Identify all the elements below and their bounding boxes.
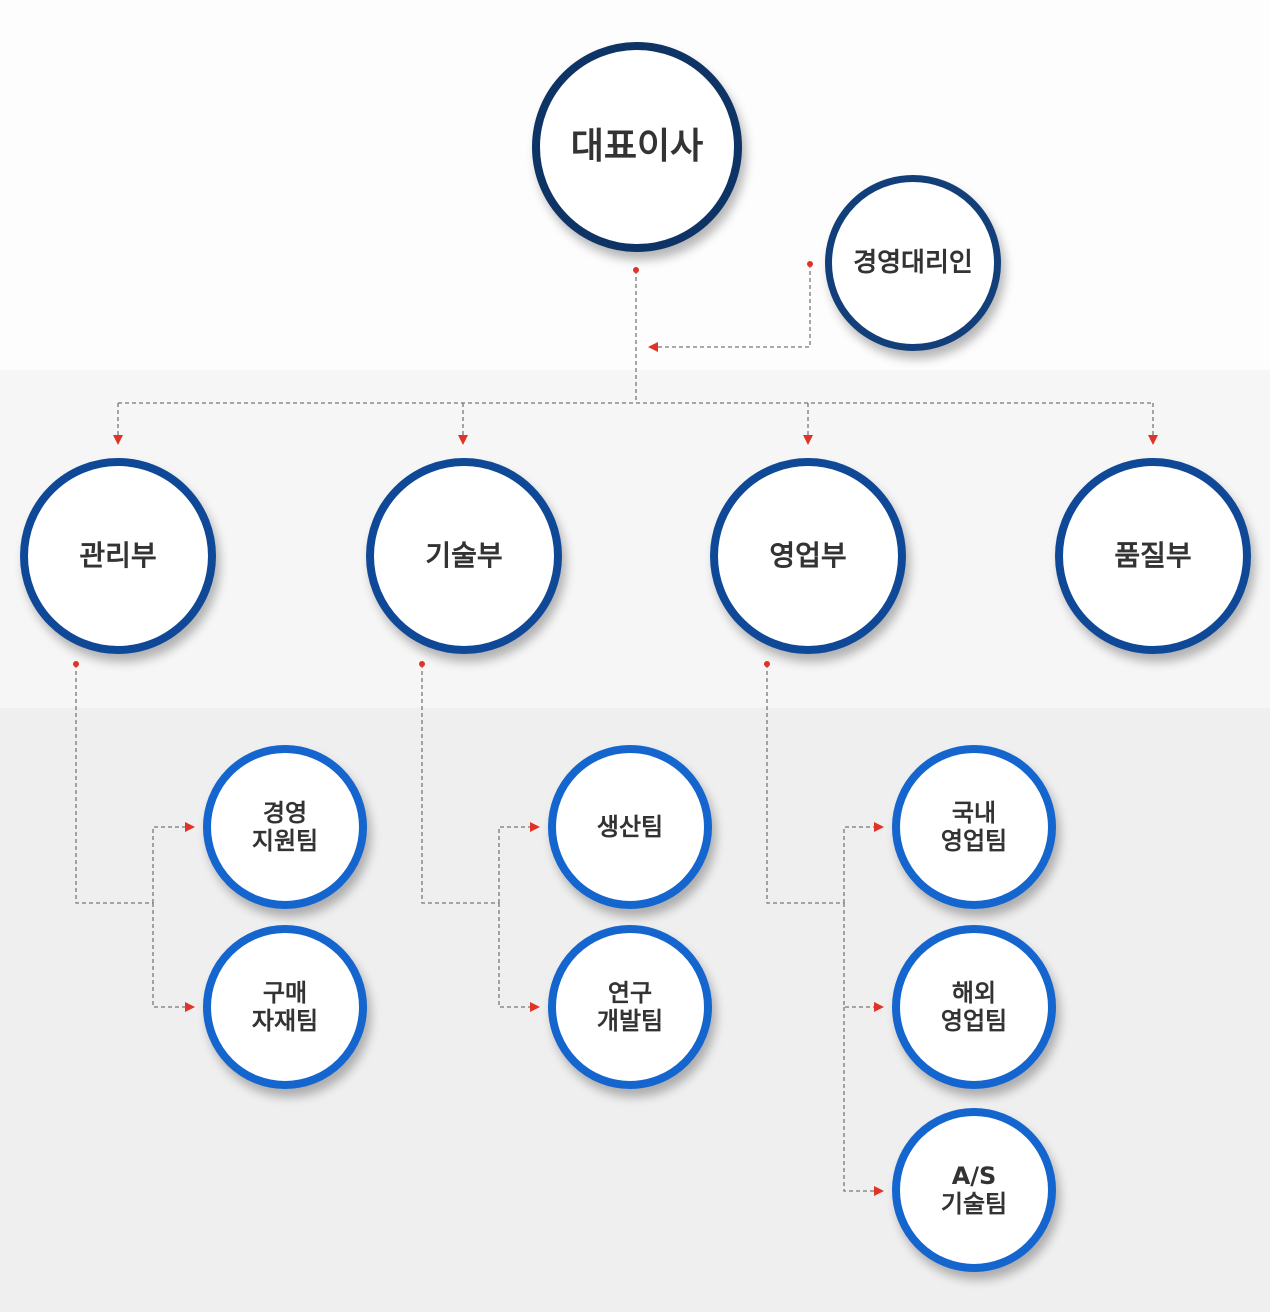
team-node-as-tech: A/S 기술팀 [892, 1108, 1056, 1272]
connector-technology-team-2 [498, 903, 540, 1012]
dept-node-quality: 품질부 [1055, 458, 1251, 654]
connector-sales [766, 664, 844, 904]
team-label: A/S 기술팀 [940, 1161, 1008, 1218]
dot-agent [807, 261, 813, 267]
dot-dept-2 [419, 661, 425, 667]
team-label: 국내 영업팀 [940, 798, 1008, 855]
dot-ceo [633, 267, 639, 273]
dept-label: 영업부 [769, 539, 847, 573]
dept-node-management: 관리부 [20, 458, 216, 654]
dept-node-sales: 영업부 [710, 458, 906, 654]
agent-node: 경영대리인 [825, 175, 1001, 351]
team-label: 생산팀 [596, 812, 664, 841]
ceo-label: 대표이사 [570, 125, 704, 167]
team-label: 해외 영업팀 [940, 978, 1008, 1035]
team-node-purchasing: 구매 자재팀 [203, 925, 367, 1089]
team-node-overseas-sales: 해외 영업팀 [892, 925, 1056, 1089]
connector-sales-team-2 [843, 903, 884, 1012]
dept-label: 품질부 [1114, 539, 1192, 573]
team-label: 연구 개발팀 [596, 978, 664, 1035]
connector-sales-team-3 [843, 1007, 884, 1196]
team-label: 구매 자재팀 [251, 978, 319, 1035]
dept-label: 기술부 [425, 539, 503, 573]
dot-dept-3 [764, 661, 770, 667]
team-node-rnd: 연구 개발팀 [548, 925, 712, 1089]
connector-management-team-2 [152, 903, 195, 1012]
dept-label: 관리부 [79, 539, 157, 573]
connector-technology-team-1 [498, 822, 540, 903]
connector-technology [421, 664, 499, 904]
connector-management [75, 664, 153, 904]
connector-agent [648, 264, 811, 352]
team-node-management-support: 경영 지원팀 [203, 745, 367, 909]
team-node-domestic-sales: 국내 영업팀 [892, 745, 1056, 909]
connector-sales-team-1 [843, 822, 884, 903]
dot-dept-1 [73, 661, 79, 667]
agent-label: 경영대리인 [853, 247, 973, 278]
team-label: 경영 지원팀 [251, 798, 319, 855]
team-node-production: 생산팀 [548, 745, 712, 909]
connector-management-team-1 [152, 822, 195, 903]
ceo-node: 대표이사 [532, 42, 742, 252]
dept-node-technology: 기술부 [366, 458, 562, 654]
